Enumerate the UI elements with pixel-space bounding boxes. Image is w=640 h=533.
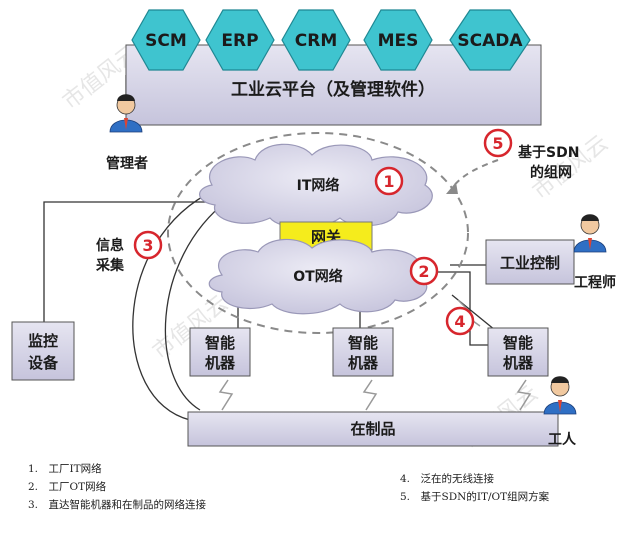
- wip-box: [187, 411, 559, 447]
- wip-label: 在制品: [350, 420, 395, 438]
- worker-person-icon: [543, 376, 577, 415]
- marker-circle: [133, 230, 163, 260]
- marker-circle: [445, 306, 475, 336]
- marker-number: 3: [142, 236, 153, 255]
- app-hexagon: [205, 9, 275, 71]
- marker-circle: [374, 166, 404, 196]
- machine-label-line1: 智能: [205, 334, 235, 352]
- numbered-markers: 1 2 3 4 5: [133, 128, 513, 336]
- worker-label: 工人: [548, 431, 577, 448]
- legend-right: 4. 泛在的无线连接 5. 基于SDN的IT/OT组网方案: [400, 472, 550, 503]
- machine-2: 智能 机器: [332, 327, 394, 377]
- monitor-label-line1: 监控: [28, 332, 58, 350]
- manager-person-icon: [109, 94, 143, 133]
- monitor-label-line2: 设备: [28, 354, 59, 372]
- manager-label: 管理者: [106, 155, 148, 172]
- machine-label-line1: 智能: [503, 334, 533, 352]
- it-network-cloud: IT网络: [199, 143, 433, 229]
- marker-circle: [483, 128, 513, 158]
- it-network-label: IT网络: [297, 177, 340, 194]
- legend-item: 3. 直达智能机器和在制品的网络连接: [28, 498, 207, 511]
- machine-1: 智能 机器: [189, 327, 251, 377]
- app-hexagon: [281, 9, 351, 71]
- ot-network-label: OT网络: [293, 268, 342, 285]
- marker-number: 2: [418, 262, 429, 281]
- ot-network-cloud: OT网络: [208, 238, 428, 315]
- app-label: MES: [378, 31, 419, 51]
- industrial-control-label: 工业控制: [500, 254, 560, 272]
- engineer-person-icon: [573, 214, 607, 253]
- app-label: SCM: [145, 31, 187, 51]
- legend-item: 5. 基于SDN的IT/OT组网方案: [400, 490, 550, 503]
- app-hexagon: [363, 9, 433, 71]
- machine-label-line2: 机器: [503, 354, 534, 372]
- machine-3: 智能 机器: [487, 327, 549, 377]
- info-collect-line2: 采集: [95, 257, 125, 274]
- machine-label-line1: 智能: [348, 334, 378, 352]
- app-label: CRM: [295, 31, 337, 51]
- sdn-label-line1: 基于SDN: [518, 144, 579, 161]
- app-hexagon: [449, 9, 531, 71]
- marker-number: 1: [383, 172, 394, 191]
- monitor-device-box: [11, 321, 75, 381]
- app-label: SCADA: [457, 31, 523, 51]
- platform-label: 工业云平台（及管理软件）: [231, 79, 435, 100]
- sdn-dashed-ellipse: [167, 132, 469, 334]
- sdn-arrow: [451, 159, 499, 189]
- machine-label-line2: 机器: [348, 354, 379, 372]
- legend-item: 1. 工厂IT网络: [28, 462, 102, 475]
- sdn-arrow-head: [446, 182, 458, 194]
- info-collect-line1: 信息: [96, 237, 124, 254]
- marker-circle: [409, 256, 439, 286]
- engineer-label: 工程师: [574, 274, 616, 291]
- industrial-control-box: [485, 239, 575, 285]
- marker-number: 5: [492, 134, 503, 153]
- legend-left: 1. 工厂IT网络 2. 工厂OT网络 3. 直达智能机器和在制品的网络连接: [28, 462, 207, 511]
- legend-item: 2. 工厂OT网络: [28, 480, 107, 493]
- app-label: ERP: [221, 31, 258, 51]
- machine-label-line2: 机器: [205, 354, 236, 372]
- legend-item: 4. 泛在的无线连接: [400, 472, 495, 485]
- app-hexagon: [131, 9, 201, 71]
- marker-number: 4: [454, 312, 465, 331]
- sdn-label-line2: 的组网: [530, 164, 572, 181]
- top-apps: SCM ERP CRM MES SCADA: [131, 9, 531, 71]
